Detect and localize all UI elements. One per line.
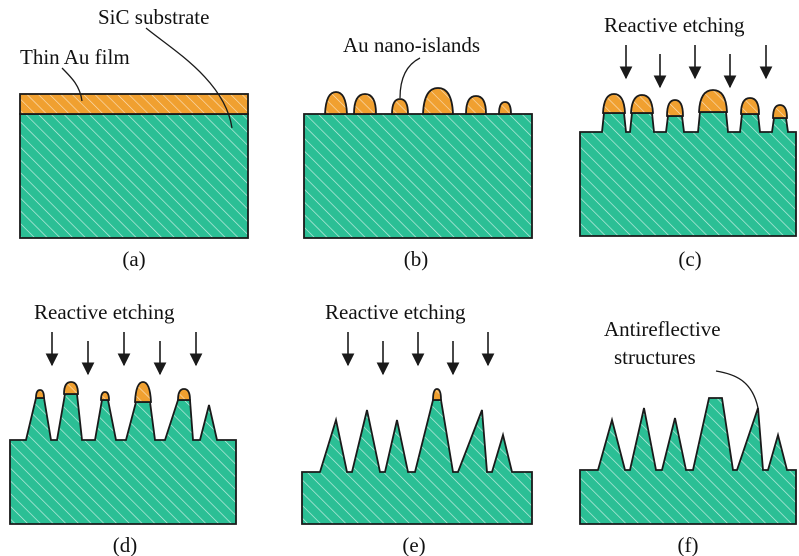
caption-a: (a) (122, 247, 145, 271)
caption-f: (f) (678, 533, 699, 556)
au-island (432, 388, 442, 401)
au-island (177, 388, 191, 401)
leader-structures (715, 370, 759, 409)
antireflective-structures (579, 397, 797, 525)
panel-f: Antireflective structures (f) (579, 317, 797, 556)
panel-e: Reactive etching (e) (301, 300, 533, 556)
caption-e: (e) (402, 533, 425, 556)
leader-islands (399, 57, 421, 99)
label-au-nano-islands: Au nano-islands (343, 33, 480, 57)
etched-substrate (301, 399, 533, 525)
caption-d: (d) (113, 533, 138, 556)
au-island (666, 99, 684, 117)
label-reactive-etching: Reactive etching (325, 300, 466, 324)
au-island (740, 97, 760, 115)
leader-film (61, 67, 83, 102)
panel-d: Reactive etching (d) (9, 300, 237, 556)
au-island (100, 391, 110, 401)
panel-c: Reactive etching (c) (579, 13, 797, 271)
sic-substrate (303, 113, 533, 239)
au-island (63, 381, 79, 395)
label-structures: structures (614, 345, 696, 369)
au-island (772, 104, 788, 119)
sic-substrate (19, 113, 249, 239)
au-island (324, 91, 348, 115)
etched-substrate (9, 393, 237, 525)
au-island (422, 87, 454, 115)
au-island (602, 93, 626, 114)
au-island (391, 98, 409, 115)
label-reactive-etching: Reactive etching (34, 300, 175, 324)
au-island (630, 94, 654, 114)
au-island (353, 93, 377, 115)
label-sic-substrate: SiC substrate (98, 5, 209, 29)
label-reactive-etching: Reactive etching (604, 13, 745, 37)
label-thin-au-film: Thin Au film (20, 45, 130, 69)
etched-substrate (579, 111, 797, 237)
caption-b: (b) (404, 247, 429, 271)
au-island (134, 381, 152, 403)
au-island (698, 89, 728, 113)
panel-a: Thin Au film SiC substrate (a) (19, 5, 249, 271)
au-island (498, 101, 512, 115)
au-island (465, 95, 487, 115)
panel-b: Au nano-islands (b) (303, 33, 533, 271)
thin-au-film (19, 93, 249, 115)
caption-c: (c) (678, 247, 701, 271)
au-island (35, 389, 45, 399)
label-antireflective: Antireflective (604, 317, 721, 341)
leader-substrate (145, 27, 233, 129)
